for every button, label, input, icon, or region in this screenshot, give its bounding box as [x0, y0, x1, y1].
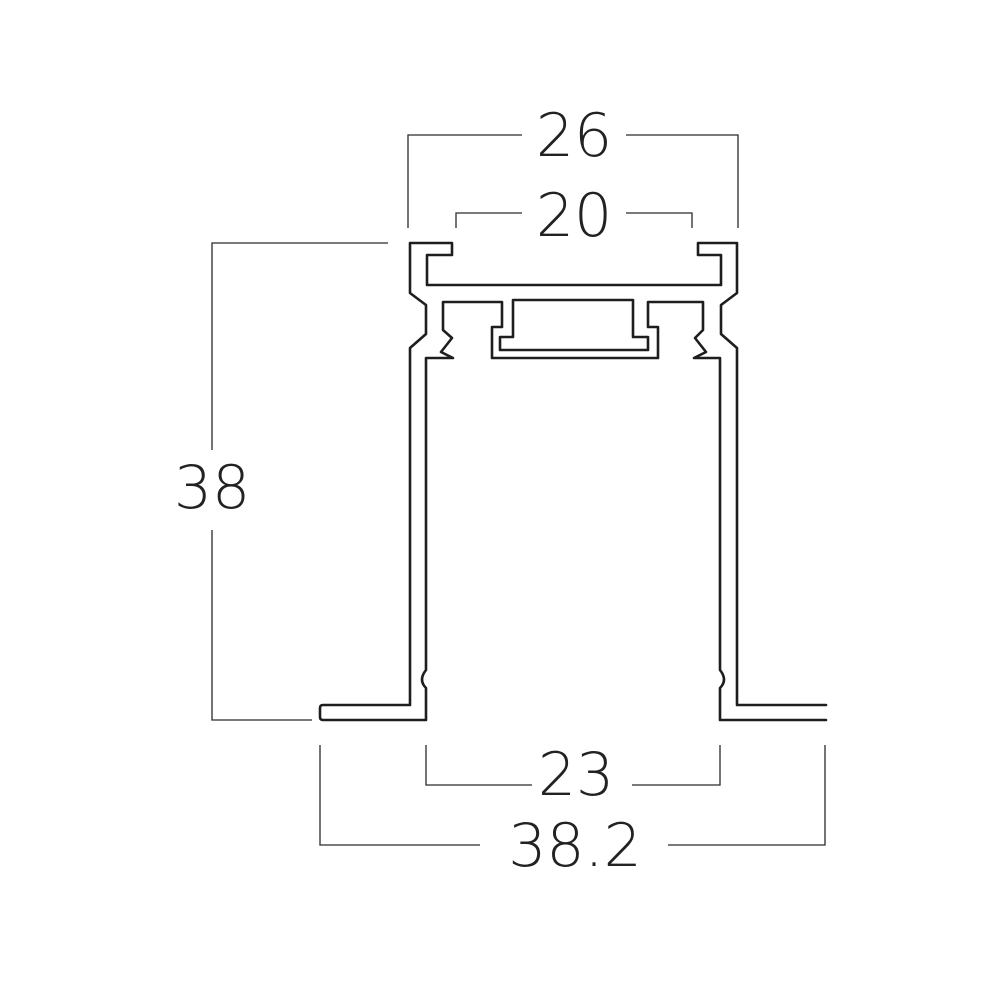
dimension-26-lines — [407, 134, 739, 228]
dimension-23-label: 23 — [537, 740, 615, 810]
dimension-20-label: 20 — [535, 181, 613, 251]
dimension-26-label: 26 — [535, 101, 613, 171]
dimension-38-2-label: 38.2 — [508, 811, 642, 881]
dimension-38-label: 38 — [173, 453, 251, 523]
led-insert-outline — [498, 298, 650, 352]
dimension-38-2-lines — [319, 745, 826, 846]
dimension-20-lines — [455, 212, 693, 228]
profile-outline — [318, 241, 828, 722]
dimension-38-lines — [211, 242, 388, 721]
dimension-23-lines — [425, 745, 721, 786]
